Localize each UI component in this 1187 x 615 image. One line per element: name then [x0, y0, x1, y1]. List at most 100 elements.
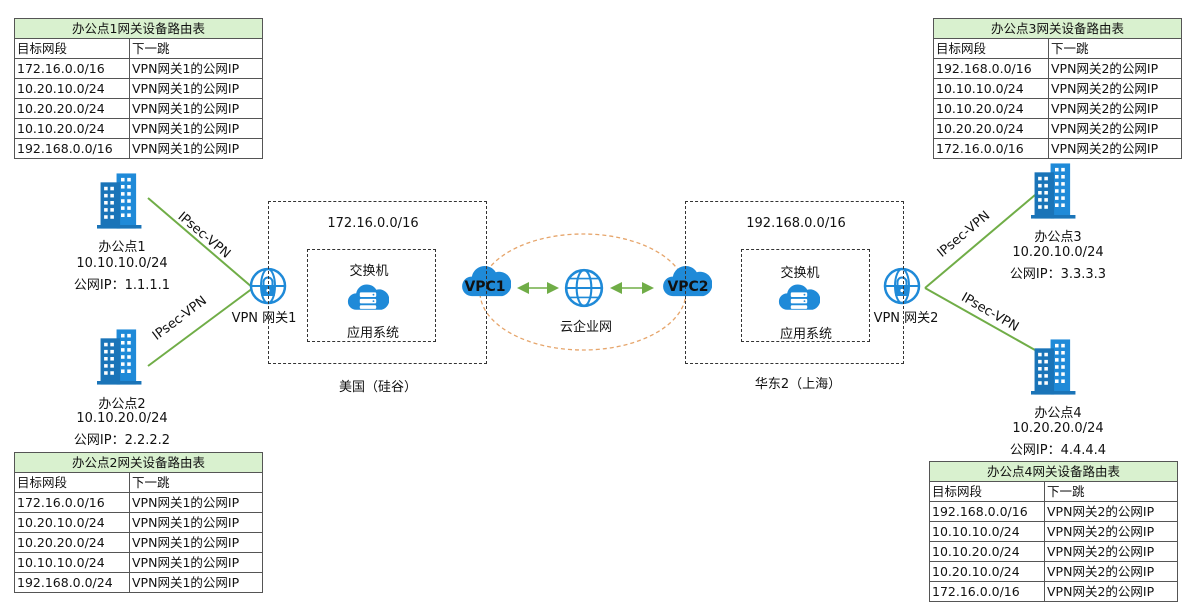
office2-cidr: 10.10.20.0/24: [76, 411, 168, 426]
next-hop-cell: VPN网关1的公网IP: [129, 532, 263, 553]
destination-cell: 10.20.20.0/24: [933, 118, 1049, 139]
office4-building-icon: [1031, 339, 1076, 395]
office3-name: 办公点3: [1034, 230, 1082, 245]
destination-cell: 10.20.20.0/24: [14, 532, 130, 553]
route-table-title: 办公点2网关设备路由表: [14, 452, 263, 473]
next-hop-cell: VPN网关1的公网IP: [129, 58, 263, 79]
vpn-gateway2-label: VPN 网关2: [873, 311, 939, 326]
destination-cell: 10.10.10.0/24: [933, 78, 1049, 99]
office4-cidr: 10.20.20.0/24: [1012, 421, 1104, 436]
cen-globe-icon: [564, 268, 604, 308]
column-header: 下一跳: [129, 472, 263, 493]
next-hop-cell: VPN网关2的公网IP: [1048, 58, 1182, 79]
next-hop-cell: VPN网关1的公网IP: [129, 78, 263, 99]
destination-cell: 172.16.0.0/16: [933, 138, 1049, 159]
region-cn-cidr: 192.168.0.0/16: [746, 216, 846, 231]
region-us-box: [268, 201, 487, 364]
destination-cell: 192.168.0.0/16: [14, 138, 130, 159]
column-header: 目标网段: [14, 472, 130, 493]
next-hop-cell: VPN网关2的公网IP: [1044, 501, 1178, 522]
region-us-cidr: 172.16.0.0/16: [327, 216, 419, 231]
cen-label: 云企业网: [559, 320, 613, 335]
destination-cell: 10.10.10.0/24: [929, 521, 1045, 542]
office3-building-icon: [1031, 163, 1076, 219]
next-hop-cell: VPN网关1的公网IP: [129, 118, 263, 139]
office3-cidr: 10.20.10.0/24: [1012, 245, 1104, 260]
destination-cell: 10.20.10.0/24: [14, 512, 130, 533]
column-header: 目标网段: [929, 481, 1045, 502]
app-us-label: 应用系统: [346, 326, 400, 341]
destination-cell: 10.10.20.0/24: [14, 118, 130, 139]
route-table-title: 办公点4网关设备路由表: [929, 461, 1178, 482]
office3-public-ip: 公网IP：3.3.3.3: [1009, 267, 1107, 282]
destination-cell: 10.20.10.0/24: [14, 78, 130, 99]
next-hop-cell: VPN网关1的公网IP: [129, 138, 263, 159]
column-header: 下一跳: [129, 38, 263, 59]
column-header: 目标网段: [14, 38, 130, 59]
column-header: 下一跳: [1044, 481, 1178, 502]
switch-cn-label: 交换机: [780, 266, 820, 281]
ipsec-link-office3: [924, 194, 1036, 289]
route-table-title: 办公点3网关设备路由表: [933, 18, 1182, 39]
destination-cell: 172.16.0.0/16: [14, 492, 130, 513]
column-header: 目标网段: [933, 38, 1049, 59]
next-hop-cell: VPN网关1的公网IP: [129, 552, 263, 573]
next-hop-cell: VPN网关2的公网IP: [1044, 521, 1178, 542]
destination-cell: 10.20.20.0/24: [14, 98, 130, 119]
office4-public-ip: 公网IP：4.4.4.4: [1009, 443, 1107, 458]
vpc2-label: VPC2: [667, 279, 709, 295]
destination-cell: 172.16.0.0/16: [14, 58, 130, 79]
next-hop-cell: VPN网关1的公网IP: [129, 98, 263, 119]
office1-name: 办公点1: [98, 240, 146, 255]
destination-cell: 10.10.10.0/24: [14, 552, 130, 573]
app-cn-label: 应用系统: [779, 327, 833, 342]
next-hop-cell: VPN网关2的公网IP: [1044, 581, 1178, 602]
next-hop-cell: VPN网关2的公网IP: [1048, 78, 1182, 99]
subnet-cn-box: [741, 249, 870, 342]
route-table-title: 办公点1网关设备路由表: [14, 18, 263, 39]
destination-cell: 172.16.0.0/16: [929, 581, 1045, 602]
ipsec-link-office4: [924, 287, 1036, 351]
ipsec-link-office1: [147, 197, 254, 289]
office4-name: 办公点4: [1034, 406, 1082, 421]
office2-building-icon: [97, 329, 142, 385]
office1-cidr: 10.10.10.0/24: [76, 256, 168, 271]
column-header: 下一跳: [1048, 38, 1182, 59]
destination-cell: 10.20.10.0/24: [929, 561, 1045, 582]
region-cn-name: 华东2（上海）: [754, 377, 842, 392]
next-hop-cell: VPN网关1的公网IP: [129, 492, 263, 513]
destination-cell: 192.168.0.0/16: [933, 58, 1049, 79]
region-cn-box: [685, 201, 904, 364]
ipsec-link-office2: [147, 287, 254, 367]
destination-cell: 10.10.20.0/24: [929, 541, 1045, 562]
vpn-gateway1-label: VPN 网关1: [231, 311, 297, 326]
next-hop-cell: VPN网关2的公网IP: [1048, 138, 1182, 159]
vpc1-label: VPC1: [464, 279, 506, 295]
office1-building-icon: [97, 173, 142, 229]
office2-public-ip: 公网IP：2.2.2.2: [73, 433, 171, 448]
switch-us-label: 交换机: [349, 264, 389, 279]
office1-public-ip: 公网IP：1.1.1.1: [73, 278, 171, 293]
next-hop-cell: VPN网关1的公网IP: [129, 572, 263, 593]
subnet-us-box: [307, 249, 436, 342]
destination-cell: 192.168.0.0/24: [14, 572, 130, 593]
